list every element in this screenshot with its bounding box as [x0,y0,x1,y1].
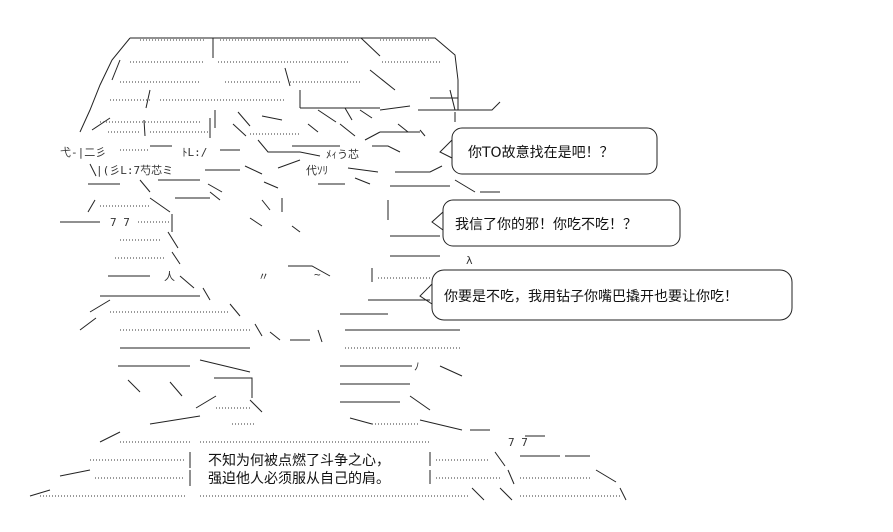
face-mark-a: ﾄL:/ [182,146,207,159]
speech-bubble-3: 你要是不吃，我用钻子你嘴巴撬开也要让你吃！ [419,269,793,321]
face-mark-b: |(彡L:7芍芯ミ [96,163,173,177]
mouth-mark: 〃 [258,270,269,283]
lambda-mark: λ [466,254,473,267]
n-mark-right: ﾉ [414,360,420,373]
hair-outline [79,37,501,141]
speech-bubble-1-text: 你TO故意找在是吧！？ [468,144,614,161]
hand-left-mark: 弋-|二彡 [60,146,106,159]
shoulders: 7 7 [29,415,627,501]
speech-bubble-1: 你TO故意找在是吧！？ [439,127,658,175]
a-mark-left: 人 [164,270,175,283]
caption-block: 不知为何被点燃了斗争之心， 强迫他人必须服从自己的肩。 [208,452,390,487]
face-mark-d: ﾒｨう芯 [326,147,359,161]
caption-line-2: 强迫他人必须服从自己的肩。 [208,471,390,487]
face-right: λ ﾉ [340,200,473,411]
speech-bubble-2-text: 我信了你的邪！你吃不吃！？ [455,217,637,233]
seven-mark-right: 7 7 [508,436,528,449]
speech-bubble-2: 我信了你的邪！你吃不吃！？ [431,199,681,247]
tilde-mark: ~ [314,268,321,281]
caption-line-1: 不知为何被点燃了斗争之心， [208,452,390,469]
face-mark-c: 代ｿﾘ [306,164,328,177]
seven-mark-left: 7 7 [110,216,130,229]
speech-bubble-3-text: 你要是不吃，我用钻子你嘴巴撬开也要让你吃！ [444,289,738,305]
mouth: 〃 ~ [258,265,331,283]
face-left: 弋-|二彡 ﾄL:/ ﾒｨう芯 |(彡L:7芍芯ミ 代ｿﾘ [60,139,500,413]
